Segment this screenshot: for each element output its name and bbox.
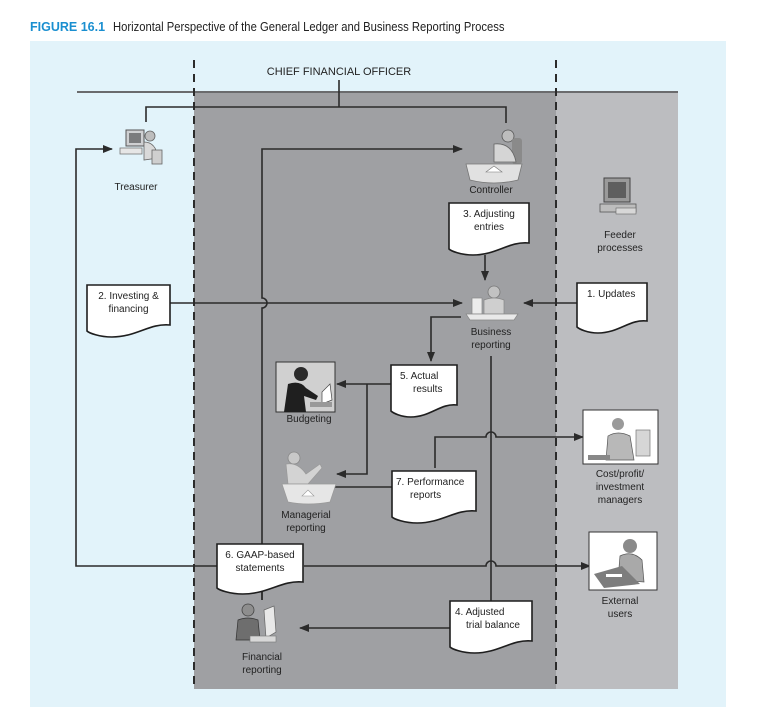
document-text: 6. GAAP-based — [225, 550, 294, 561]
person-on-phone-icon — [582, 409, 659, 465]
document-investing[interactable]: 2. Investing & financing — [86, 284, 171, 338]
label-line: Cost/profit/ — [596, 469, 645, 480]
document-text: 4. Adjusted — [455, 607, 504, 618]
person-at-computer-icon — [119, 129, 163, 165]
connector-actual-to-managerial — [336, 384, 368, 478]
cost-profit-investment-managers-node[interactable]: Cost/profit/investment managers — [582, 409, 659, 506]
document-trial[interactable]: 4. Adjusted trial balance — [449, 600, 533, 654]
financial-reporting-node[interactable]: Financial reporting — [235, 603, 282, 676]
external-users-node[interactable]: External users — [588, 531, 658, 620]
label-line: Managerial — [281, 510, 330, 521]
budgeting-node[interactable]: Budgeting — [275, 361, 336, 425]
person-at-desk-icon — [465, 285, 519, 321]
connector-business-to-actual — [427, 316, 461, 362]
document-gaap[interactable]: 6. GAAP-based statements — [216, 543, 304, 595]
document-text: financing — [108, 304, 148, 315]
feeder-processes-label: Feeder processes — [597, 230, 643, 254]
document-text: 2. Investing & — [98, 291, 159, 302]
document-shape — [449, 600, 533, 654]
label-line: Budgeting — [286, 414, 331, 425]
document-text: 3. Adjusting — [463, 209, 515, 220]
document-text: 5. Actual — [400, 371, 438, 382]
person-at-laptop-icon — [275, 361, 336, 413]
label-line: reporting — [471, 340, 510, 351]
label-line: reporting — [242, 665, 281, 676]
document-shape — [390, 364, 458, 418]
document-shape — [86, 284, 171, 338]
document-text: statements — [236, 563, 285, 574]
label-line: Business — [471, 327, 512, 338]
treasurer-label: Treasurer — [115, 182, 159, 193]
document-actual[interactable]: 5. Actual results — [390, 364, 458, 418]
managerial-reporting-node[interactable]: Managerial reporting — [281, 451, 337, 534]
controller-label: Controller — [469, 185, 513, 196]
business-reporting-label: Business reporting — [471, 327, 512, 351]
person-reading-at-desk-icon — [281, 451, 337, 505]
label-line: investment — [596, 482, 645, 493]
figure-number: FIGURE 16.1 — [30, 20, 106, 34]
document-text: 1. Updates — [587, 289, 635, 300]
figure-title: Horizontal Perspective of the General Le… — [113, 20, 505, 34]
business-reporting-node[interactable]: Business reporting — [465, 285, 519, 351]
document-text: entries — [474, 222, 504, 233]
document-text: reports — [410, 490, 441, 501]
cfo-label: CHIEF FINANCIAL OFFICER — [267, 66, 411, 78]
person-at-terminal-icon — [235, 603, 277, 643]
label-line: Controller — [469, 185, 513, 196]
financial-reporting-label: Financial reporting — [242, 652, 282, 676]
document-text: results — [413, 384, 442, 395]
figure-caption: FIGURE 16.1 Horizontal Perspective of the… — [30, 20, 548, 34]
treasurer-node[interactable]: Treasurer — [115, 129, 163, 193]
feeder-processes-node[interactable]: Feeder processes — [597, 177, 643, 254]
person-on-phone-at-desk-icon — [465, 129, 523, 184]
connector-financial-to-controller — [261, 145, 463, 600]
document-shape — [391, 470, 477, 524]
document-shape — [216, 543, 304, 595]
document-adjusting[interactable]: 3. Adjusting entries — [448, 202, 530, 256]
label-line: Financial — [242, 652, 282, 663]
managerial-reporting-label: Managerial reporting — [281, 510, 330, 534]
label-line: Feeder — [604, 230, 636, 241]
label-line: processes — [597, 243, 643, 254]
label-line: External — [602, 596, 639, 607]
document-text: 7. Performance — [396, 477, 465, 488]
label-line: users — [608, 609, 632, 620]
connector-gaap-to-treasurer — [75, 145, 218, 567]
cfo-org-connector — [145, 80, 507, 123]
external-users-label: External users — [602, 596, 639, 620]
document-shape — [448, 202, 530, 256]
connector-performance-to-managers — [434, 431, 584, 468]
document-text: trial balance — [466, 620, 520, 631]
computer-terminal-icon — [599, 177, 637, 215]
budgeting-label: Budgeting — [286, 414, 331, 425]
label-line: managers — [598, 495, 642, 506]
document-updates[interactable]: 1. Updates — [576, 282, 648, 334]
controller-node[interactable]: Controller — [465, 129, 523, 196]
cost-profit-investment-managers-label: Cost/profit/investment managers — [596, 469, 645, 506]
document-performance[interactable]: 7. Performance reports — [391, 470, 477, 524]
person-writing-icon — [588, 531, 658, 591]
label-line: Treasurer — [115, 182, 159, 193]
document-shape — [576, 282, 648, 334]
label-line: reporting — [286, 523, 325, 534]
